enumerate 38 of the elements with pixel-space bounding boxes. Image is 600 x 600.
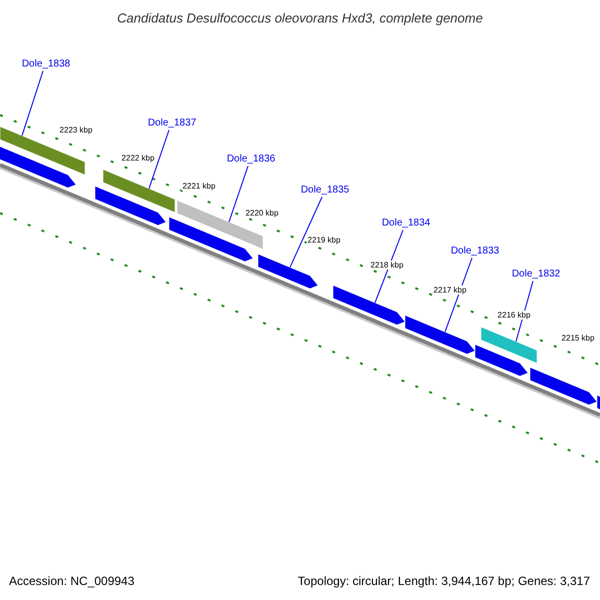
gene-block (404, 315, 476, 354)
gene-label: Dole_1832 (512, 268, 560, 280)
gene-block (168, 216, 254, 262)
leader-line (374, 230, 404, 304)
scale-label: 2222 kbp (120, 154, 156, 162)
leader-line (516, 280, 534, 342)
scale-label: 2218 kbp (370, 260, 404, 270)
gene-block (474, 344, 528, 376)
scale-label: 2216 kbp (496, 310, 532, 320)
footer-text: Accession: NC_009943 (9, 574, 134, 588)
gene-block (530, 367, 598, 406)
gene-label: Dole_1838 (22, 58, 70, 70)
leader-line (148, 130, 170, 190)
gene-block (258, 254, 318, 289)
leader-line (22, 70, 44, 136)
scale-label: 2219 kbp (306, 236, 342, 244)
gene-label: Dole_1834 (382, 218, 430, 228)
leader-line (228, 166, 248, 222)
scale-label: 2220 kbp (244, 208, 280, 218)
gene-block (94, 186, 166, 226)
gene-bar (176, 200, 264, 250)
gene-label: Dole_1836 (226, 154, 276, 164)
leader-line (290, 196, 322, 268)
leader-line (444, 258, 472, 332)
gene-block (0, 144, 76, 188)
title: Candidatus Desulfococcus oleovorans Hxd3, complete genome (117, 10, 483, 26)
gene-label: Dole_1833 (450, 246, 500, 256)
gene-bar (102, 169, 176, 213)
gene-label: Dole_1835 (300, 184, 350, 196)
scale-label: 2217 kbp (432, 286, 468, 294)
scale-label: 2223 kbp (58, 126, 94, 134)
scale-label: 2221 kbp (182, 182, 216, 190)
footer-text: Topology: circular; Length: 3,944,167 bp; Genes: 3,317 (298, 574, 590, 588)
gene-label: Dole_1837 (148, 118, 196, 128)
gene-block (596, 395, 600, 412)
gene-block (332, 285, 406, 326)
gene-bar (480, 326, 538, 364)
scale-label: 2215 kbp (560, 334, 596, 342)
